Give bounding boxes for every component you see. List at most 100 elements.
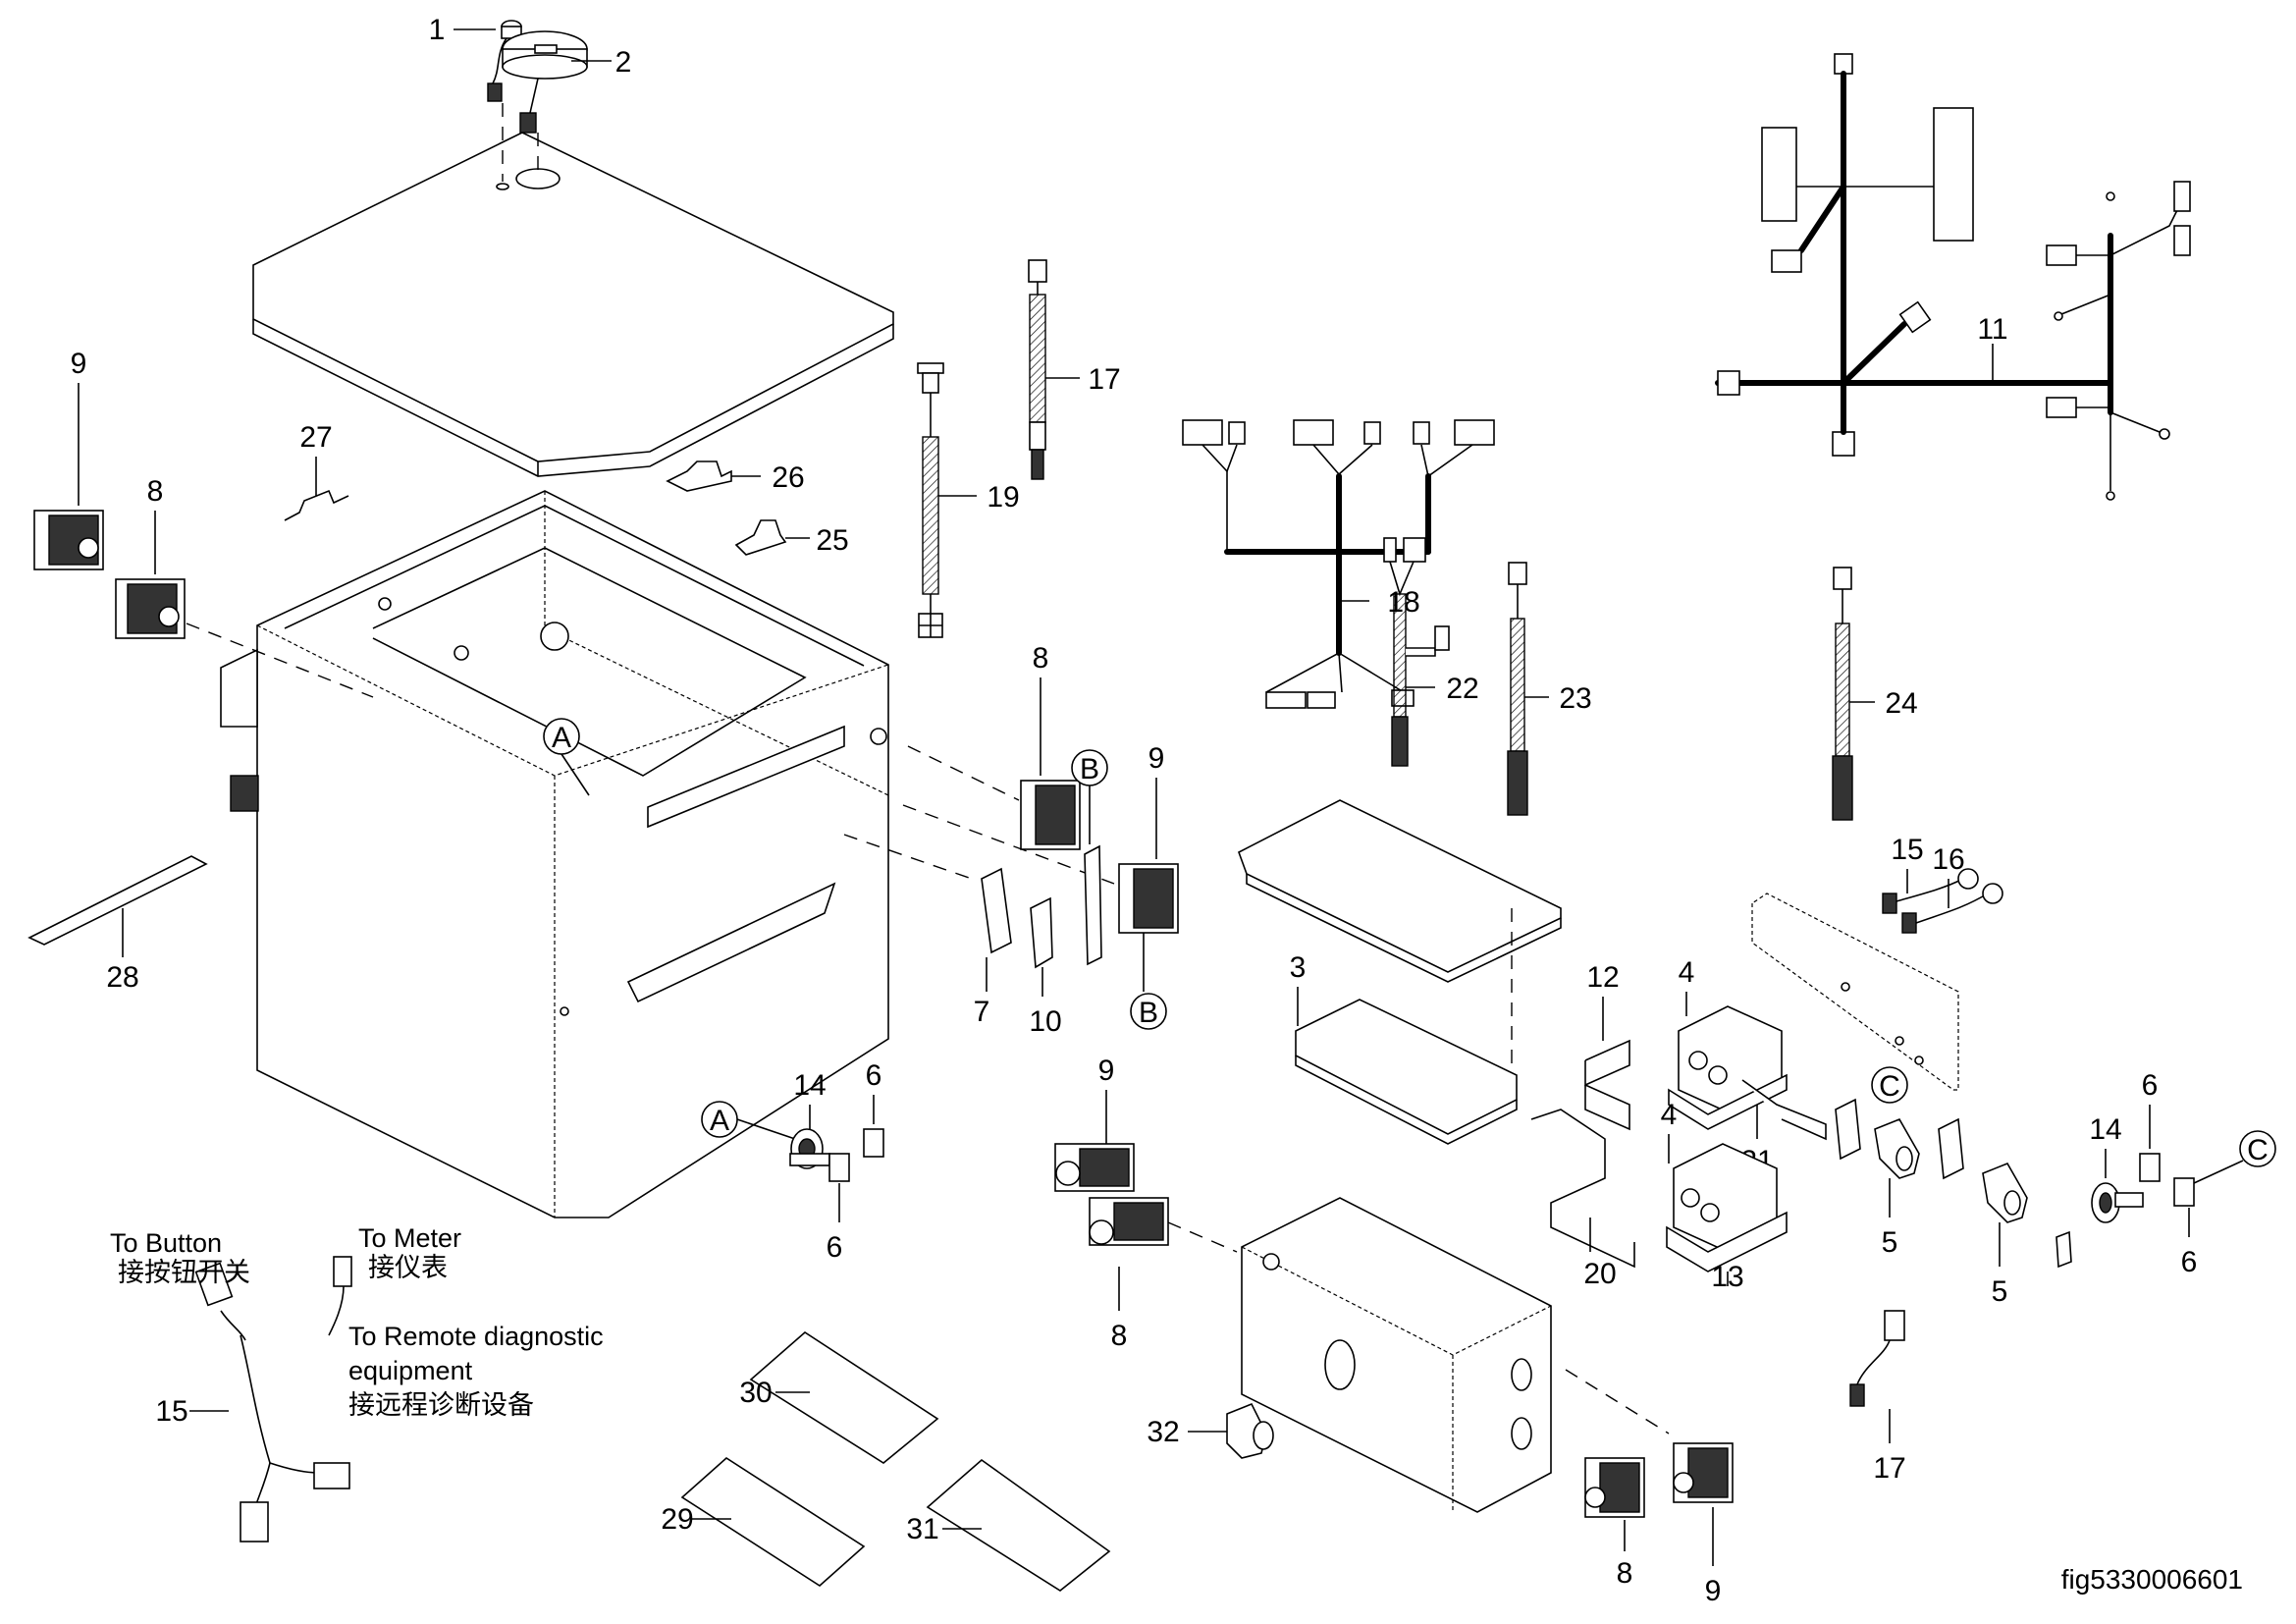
svg-text:14: 14 (793, 1069, 826, 1102)
svg-text:8: 8 (1033, 642, 1049, 675)
svg-text:9: 9 (71, 348, 87, 380)
part-29-decal: 29 (661, 1456, 866, 1588)
part-28-strap: 28 (27, 855, 208, 994)
part-25-bracket: 25 (734, 519, 849, 557)
reference-marker-a-box: A (543, 718, 590, 796)
svg-text:C: C (2247, 1134, 2269, 1166)
svg-text:16: 16 (1932, 843, 1964, 876)
svg-text:A: A (710, 1105, 729, 1137)
svg-text:5: 5 (1992, 1275, 2008, 1308)
note-to-button-zh: 接按钮开关 (118, 1258, 250, 1287)
part-31-decal: 31 (906, 1458, 1111, 1592)
cabinet-body (220, 490, 889, 1218)
part-8-socket-left: 8 (115, 475, 374, 698)
svg-text:22: 22 (1446, 673, 1478, 705)
cabinet-lid (252, 103, 894, 477)
harness-notes: To Button 接按钮开关 To Meter 接仪表 To Remote d… (110, 1223, 604, 1420)
part-27-clamp: 27 (284, 421, 349, 521)
part-23-cable: 23 (1507, 562, 1592, 816)
svg-text:17: 17 (1873, 1452, 1905, 1485)
svg-text:1: 1 (429, 14, 446, 46)
note-to-remote-en-2: equipment (348, 1356, 473, 1385)
reference-marker-b-bottom: B (1130, 993, 1167, 1030)
note-to-button-en: To Button (110, 1228, 222, 1258)
svg-text:3: 3 (1290, 951, 1307, 984)
svg-text:10: 10 (1029, 1005, 1061, 1038)
svg-text:6: 6 (2142, 1069, 2159, 1102)
part-1-indicator-light: 1 (429, 14, 522, 102)
part-6-bolt-b: 6 (827, 1153, 850, 1264)
part-6-bolt-a: 6 (863, 1059, 884, 1158)
part-16-harness-small: 16 (1901, 843, 2003, 934)
figure-id: fig5330006601 (2061, 1564, 2243, 1595)
svg-text:6: 6 (866, 1059, 882, 1092)
part-24-cable: 24 (1832, 567, 1918, 821)
part-15-harness-small: 15 (1882, 834, 1979, 914)
part-11-harness: 11 (1715, 53, 2191, 501)
svg-text:15: 15 (1891, 834, 1923, 866)
svg-text:8: 8 (1617, 1557, 1633, 1590)
svg-text:4: 4 (1679, 956, 1695, 989)
svg-text:9: 9 (1705, 1575, 1722, 1607)
part-5-cover-b: 5 (1938, 1117, 2028, 1308)
part-18-harness: 18 (1182, 419, 1495, 709)
svg-text:27: 27 (299, 421, 332, 454)
svg-text:9: 9 (1148, 742, 1165, 775)
lower-electrical-box (1241, 1197, 1670, 1513)
part-6-bolt-c: 6 (2139, 1069, 2161, 1182)
svg-text:4: 4 (1661, 1099, 1678, 1131)
note-to-remote-en-1: To Remote diagnostic (348, 1322, 604, 1351)
svg-text:14: 14 (2089, 1113, 2121, 1146)
svg-text:12: 12 (1586, 961, 1619, 994)
svg-text:28: 28 (106, 961, 138, 994)
note-to-meter-zh: 接仪表 (368, 1253, 448, 1282)
svg-text:C: C (1879, 1070, 1900, 1103)
part-6-bolt-d: 6 (2173, 1177, 2197, 1278)
reference-marker-b-top: B (1071, 749, 1108, 844)
part-8-socket-bottom: 8 (1584, 1457, 1645, 1590)
svg-text:25: 25 (816, 524, 848, 557)
part-4-contactor-upper: 4 (1668, 956, 1788, 1130)
part-32-gland: 32 (1147, 1402, 1274, 1459)
svg-text:31: 31 (906, 1513, 938, 1545)
svg-text:8: 8 (1111, 1320, 1128, 1352)
reference-marker-c-plate: C (1871, 1066, 1908, 1104)
svg-text:11: 11 (1977, 313, 2007, 346)
mounting-plate (1751, 893, 1959, 1091)
svg-text:5: 5 (1882, 1226, 1898, 1259)
note-to-remote-zh: 接远程诊断设备 (348, 1390, 534, 1420)
svg-text:17: 17 (1088, 363, 1120, 396)
part-13-bracket: 13 (1666, 1211, 1788, 1293)
part-17-cable-top: 17 (1028, 259, 1121, 480)
part-19-cable: 19 (917, 362, 1020, 638)
part-9-socket-bottom: 9 (1673, 1442, 1734, 1607)
reference-marker-a-part: A (701, 1101, 796, 1140)
svg-text:24: 24 (1885, 687, 1917, 720)
svg-text:30: 30 (739, 1377, 772, 1409)
part-22-harness: 22 (1383, 537, 1479, 767)
part-4-contactor-lower: 4 (1661, 1099, 1778, 1253)
svg-text:19: 19 (987, 481, 1019, 514)
part-12-bracket: 12 (1584, 961, 1630, 1131)
part-9-socket-mid: 9 (902, 742, 1179, 992)
svg-text:20: 20 (1583, 1258, 1616, 1290)
part-14-terminal-right: 14 (2056, 1113, 2144, 1269)
part-17-cable-lower: 17 (1849, 1310, 1906, 1485)
part-7-fuse-holder: 7 (843, 834, 1012, 1028)
svg-text:8: 8 (147, 475, 164, 508)
part-10-plate: 10 (1029, 844, 1102, 1038)
part-5-cover-a: 5 (1835, 1098, 1920, 1259)
note-to-meter-en: To Meter (358, 1223, 461, 1253)
part-9-socket-lower: 9 (1054, 1055, 1135, 1192)
part-30-decal: 30 (739, 1330, 939, 1464)
svg-text:A: A (552, 722, 571, 754)
svg-text:13: 13 (1711, 1261, 1743, 1293)
svg-text:6: 6 (827, 1231, 843, 1264)
part-9-socket-left: 9 (33, 348, 104, 570)
part-3-controller: 3 (1238, 799, 1562, 1145)
part-2-hour-meter: 2 (502, 30, 631, 134)
part-15-harness-detail: 15 (155, 1256, 352, 1543)
svg-text:23: 23 (1559, 682, 1591, 715)
svg-text:B: B (1139, 997, 1158, 1029)
